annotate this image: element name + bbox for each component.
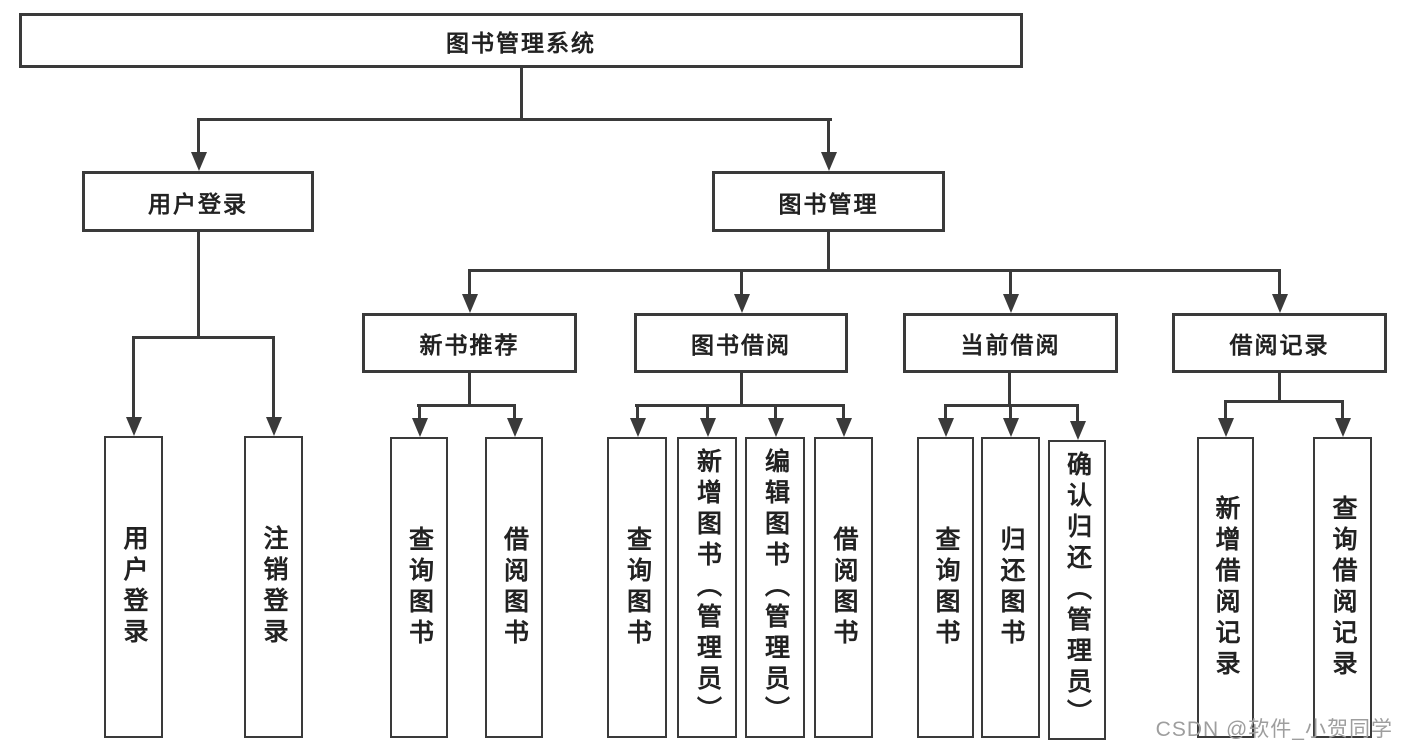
connector-new-book-rec-bar: [417, 404, 516, 407]
arrow-down-cb-query: [944, 404, 947, 418]
node-bb-add-book-label: 新增图书（管理员）: [693, 448, 722, 727]
connector-borrow-records-trunk: [1278, 372, 1281, 402]
node-cb-confirm-return-label: 确认归还（管理员）: [1063, 450, 1092, 730]
arrow-down-logout-login: [272, 336, 275, 417]
arrow-down-bb-query: [636, 404, 639, 418]
node-borrow-records-label: 借阅记录: [1229, 332, 1330, 358]
node-nbr-query-book: 查询图书: [390, 437, 448, 738]
node-user-login: 用户登录: [104, 436, 163, 738]
node-br-add-record-label: 新增借阅记录: [1212, 494, 1240, 681]
node-bb-edit-book: 编辑图书（管理员）: [745, 437, 805, 738]
node-root: 图书管理系统: [19, 13, 1023, 68]
node-current-borrow-label: 当前借阅: [960, 332, 1061, 358]
node-cb-confirm-return: 确认归还（管理员）: [1048, 440, 1106, 740]
node-user-login-group-label: 用户登录: [148, 190, 248, 217]
arrow-down-new-book-rec: [468, 269, 471, 294]
connector-book-borrow-trunk: [740, 372, 743, 406]
node-cb-return-book: 归还图书: [981, 437, 1040, 738]
node-bb-edit-book-label: 编辑图书（管理员）: [761, 448, 790, 727]
node-new-book-rec: 新书推荐: [362, 313, 577, 373]
arrow-down-user-login-group: [197, 118, 200, 152]
node-root-label: 图书管理系统: [446, 29, 596, 56]
arrow-down-bb-edit: [774, 404, 777, 418]
arrow-down-bb-add: [706, 404, 709, 418]
node-logout-login-label: 注销登录: [260, 525, 288, 649]
node-bb-add-book: 新增图书（管理员）: [677, 437, 737, 738]
csdn-watermark: CSDN @软件_小贺同学: [1155, 718, 1393, 741]
node-book-borrow-label: 图书借阅: [691, 332, 791, 358]
connector-user-login-trunk: [197, 232, 200, 338]
node-bb-borrow-book-label: 借阅图书: [830, 525, 858, 650]
node-bb-query-book: 查询图书: [607, 437, 667, 738]
connector-root-trunk: [520, 67, 523, 120]
arrow-down-book-borrow: [740, 269, 743, 294]
arrow-down-bb-borrow: [842, 404, 845, 418]
connector-current-borrow-trunk: [1008, 372, 1011, 406]
arrow-down-borrow-records: [1278, 269, 1281, 294]
node-nbr-borrow-book: 借阅图书: [485, 437, 543, 738]
arrow-down-current-borrow: [1009, 269, 1012, 294]
node-bb-query-book-label: 查询图书: [623, 525, 652, 650]
arrow-down-cb-confirm: [1076, 404, 1079, 421]
node-cb-return-book-label: 归还图书: [997, 525, 1025, 650]
node-book-borrow: 图书借阅: [634, 313, 848, 373]
node-logout-login: 注销登录: [244, 436, 303, 738]
arrow-down-nbr-query: [418, 404, 421, 418]
arrow-down-br-add: [1224, 400, 1227, 418]
node-borrow-records: 借阅记录: [1172, 313, 1387, 373]
node-book-mgmt-label: 图书管理: [778, 190, 879, 217]
node-br-add-record: 新增借阅记录: [1197, 437, 1254, 738]
arrow-down-nbr-borrow: [513, 404, 516, 418]
connector-level3-bar: [468, 269, 1281, 272]
connector-user-login-bar: [132, 336, 274, 339]
node-user-login-label: 用户登录: [120, 525, 148, 649]
arrow-down-book-mgmt: [827, 118, 830, 152]
connector-book-borrow-bar: [635, 404, 845, 407]
node-nbr-borrow-book-label: 借阅图书: [500, 525, 529, 650]
node-cb-query-book-label: 查询图书: [932, 525, 960, 650]
node-book-mgmt: 图书管理: [712, 171, 945, 232]
node-current-borrow: 当前借阅: [903, 313, 1118, 373]
connector-borrow-records-bar: [1224, 400, 1344, 403]
node-bb-borrow-book: 借阅图书: [814, 437, 873, 738]
connector-book-mgmt-trunk: [827, 232, 830, 272]
arrow-down-cb-return: [1009, 404, 1012, 418]
node-br-query-record: 查询借阅记录: [1313, 437, 1372, 738]
connector-level2-bar: [197, 118, 832, 121]
connector-new-book-rec-trunk: [468, 372, 471, 406]
arrow-down-br-query: [1341, 400, 1344, 418]
node-user-login-group: 用户登录: [82, 171, 314, 232]
node-nbr-query-book-label: 查询图书: [405, 525, 434, 650]
node-cb-query-book: 查询图书: [917, 437, 974, 738]
node-new-book-rec-label: 新书推荐: [419, 332, 520, 358]
arrow-down-user-login: [132, 336, 135, 417]
node-br-query-record-label: 查询借阅记录: [1329, 494, 1357, 681]
